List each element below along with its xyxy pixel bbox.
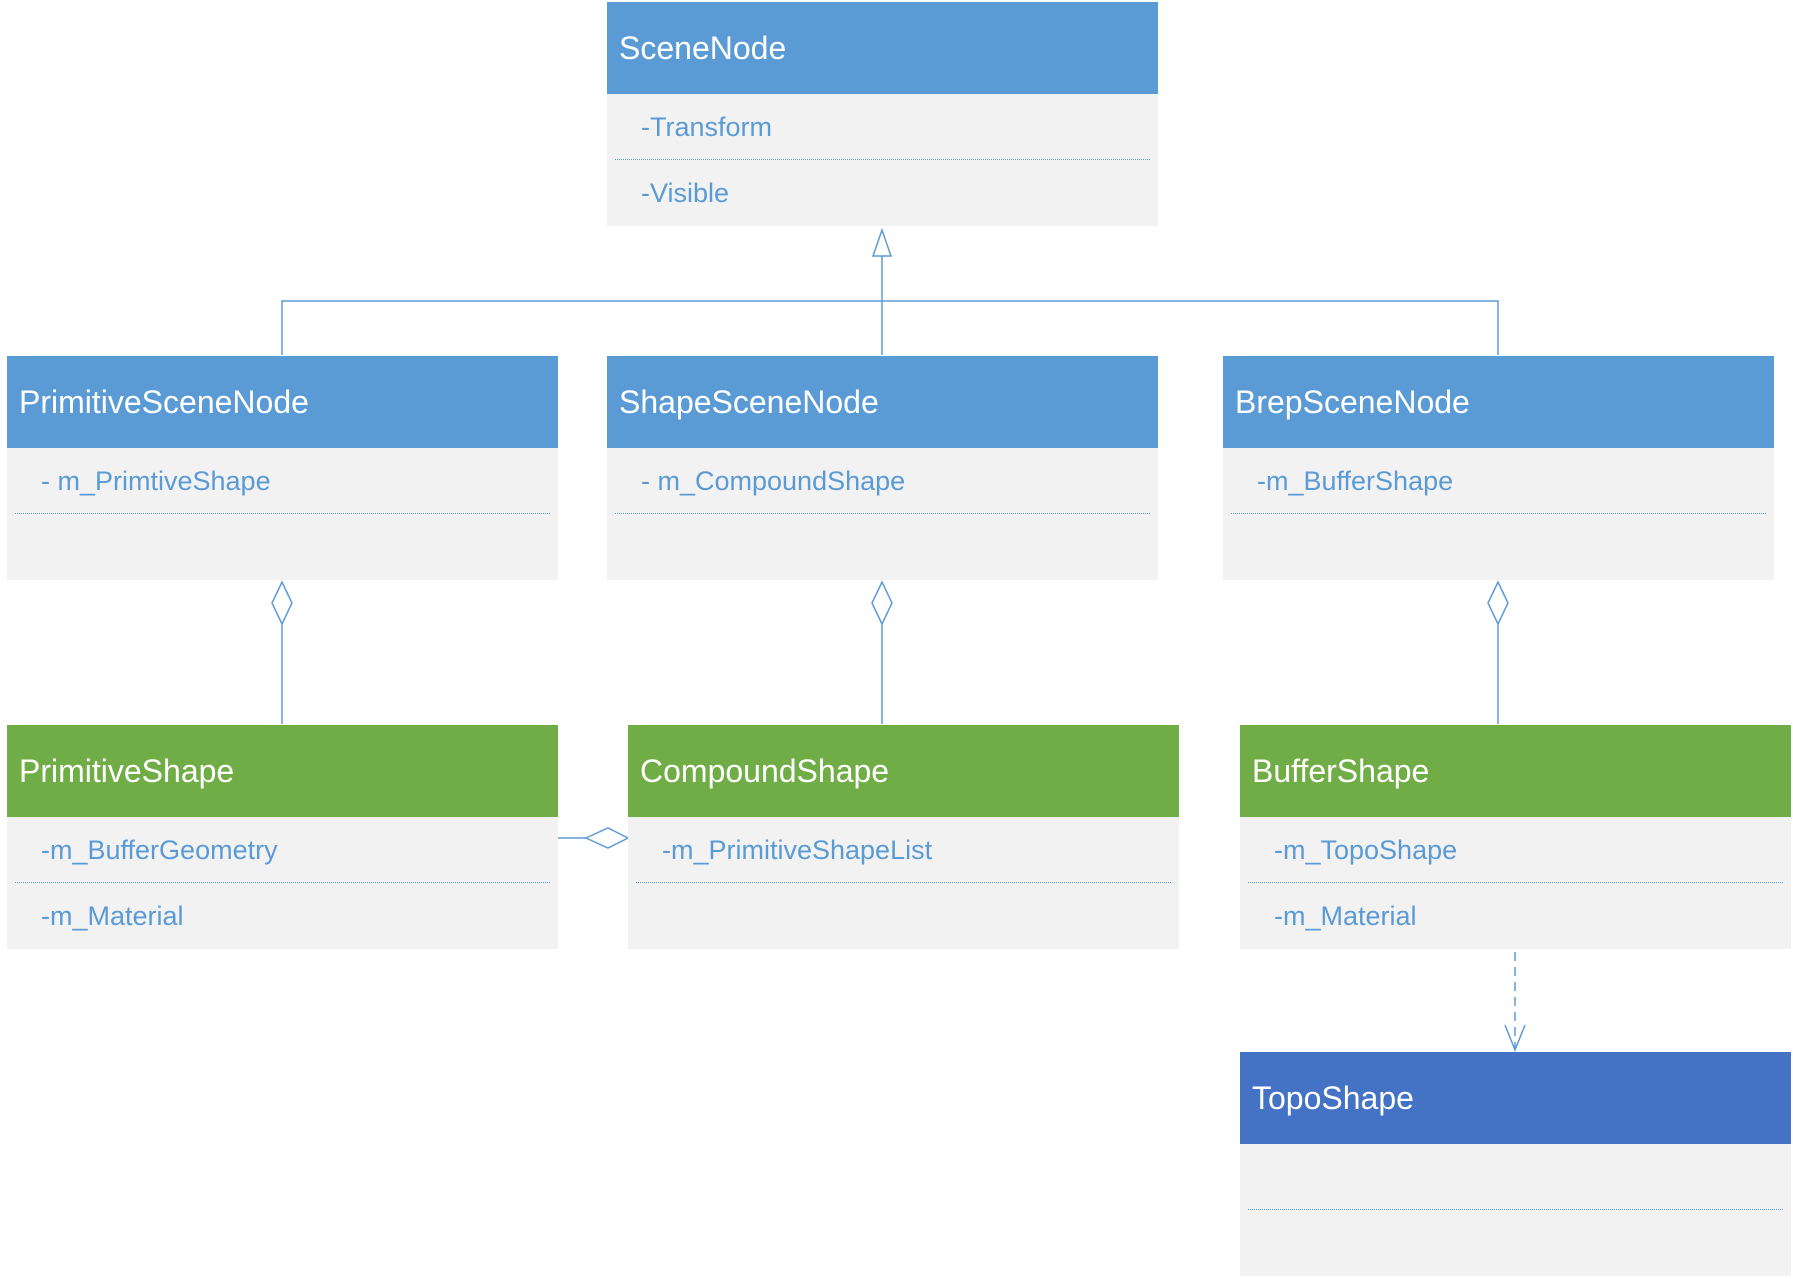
attribute: -m_Material — [1274, 900, 1417, 931]
aggregation-diamond — [871, 580, 893, 626]
attribute: -m_Material — [41, 900, 184, 931]
dependency-arrowhead — [1504, 1024, 1526, 1053]
attribute — [628, 883, 1179, 949]
aggregation-diamond — [584, 827, 630, 849]
class-name: PrimitiveShape — [7, 725, 558, 817]
aggregation-diamond — [1487, 580, 1509, 626]
class-name: PrimitiveSceneNode — [7, 356, 558, 448]
aggregation-connector — [271, 580, 293, 724]
attribute: - m_CompoundShape — [607, 448, 1158, 514]
class-name: TopoShape — [1240, 1052, 1791, 1144]
generalization-arrowhead — [871, 227, 893, 257]
attribute — [7, 514, 558, 580]
attribute: -m_PrimitiveShapeList — [628, 817, 1179, 883]
aggregation-connector — [871, 580, 893, 724]
aggregation-connector — [1487, 580, 1509, 724]
class-primitive-scene-node[interactable]: PrimitiveSceneNode - m_PrimtiveShape — [7, 356, 558, 580]
attribute — [1240, 1144, 1791, 1210]
class-name: BrepSceneNode — [1223, 356, 1774, 448]
attribute: -m_BufferShape — [1223, 448, 1774, 514]
attribute — [607, 514, 1158, 580]
attribute: -Transform — [607, 94, 1158, 160]
class-shape-scene-node[interactable]: ShapeSceneNode - m_CompoundShape — [607, 356, 1158, 580]
aggregation-connector — [558, 827, 630, 849]
class-name: CompoundShape — [628, 725, 1179, 817]
aggregation-diamond — [271, 580, 293, 626]
class-name: ShapeSceneNode — [607, 356, 1158, 448]
class-scene-node[interactable]: SceneNode -Transform -Visible — [607, 2, 1158, 226]
attribute: - m_PrimtiveShape — [7, 448, 558, 514]
class-buffer-shape[interactable]: BufferShape -m_TopoShape -m_Material — [1240, 725, 1791, 949]
class-name: SceneNode — [607, 2, 1158, 94]
class-compound-shape[interactable]: CompoundShape -m_PrimitiveShapeList — [628, 725, 1179, 949]
class-brep-scene-node[interactable]: BrepSceneNode -m_BufferShape — [1223, 356, 1774, 580]
class-topo-shape[interactable]: TopoShape — [1240, 1052, 1791, 1276]
attribute: -m_TopoShape — [1240, 817, 1791, 883]
class-primitive-shape[interactable]: PrimitiveShape -m_BufferGeometry -m_Mate… — [7, 725, 558, 949]
attribute — [1223, 514, 1774, 580]
inheritance-connector — [281, 227, 1499, 355]
attribute: -m_BufferGeometry — [7, 817, 558, 883]
attribute: -Visible — [641, 177, 730, 208]
attribute — [1240, 1210, 1791, 1276]
class-name: BufferShape — [1240, 725, 1791, 817]
dependency-connector — [1504, 952, 1526, 1053]
